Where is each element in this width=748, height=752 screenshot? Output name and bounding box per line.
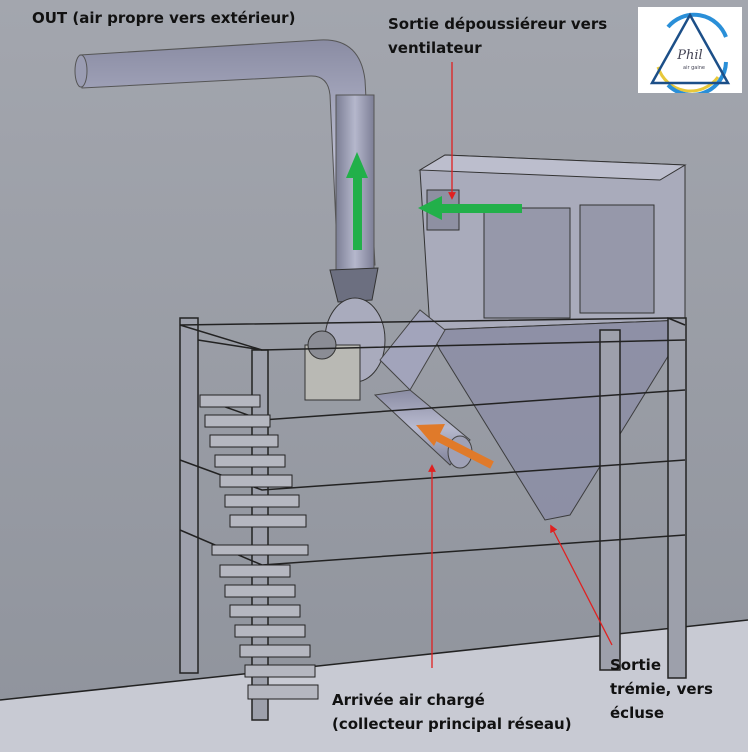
exhaust-duct xyxy=(74,39,376,271)
company-logo: Phil air gaine xyxy=(638,7,742,97)
label-inlet-line1: Arrivée air chargé xyxy=(332,691,485,709)
dirty-air-arrow xyxy=(416,424,494,469)
fan xyxy=(304,267,386,401)
clean-air-left-arrow xyxy=(418,196,522,220)
label-hopper-line3: écluse xyxy=(610,704,664,722)
label-inlet-line2: (collecteur principal réseau) xyxy=(332,715,572,733)
label-hopper-line1: Sortie xyxy=(610,656,661,674)
clean-air-up-arrow xyxy=(346,152,368,250)
label-outlet-line1: Sortie dépoussiéreur vers xyxy=(388,15,608,33)
svg-text:Phil: Phil xyxy=(676,48,702,63)
label-outlet-line2: ventilateur xyxy=(388,39,482,57)
floor xyxy=(0,620,748,752)
svg-text:air gaine: air gaine xyxy=(683,65,705,71)
label-hopper-line2: trémie, vers xyxy=(610,680,713,698)
stairs xyxy=(199,394,319,700)
leader-lines xyxy=(428,62,613,668)
logo-icon: Phil air gaine xyxy=(649,12,731,97)
platform-structure xyxy=(179,317,687,721)
label-out: OUT (air propre vers extérieur) xyxy=(32,9,296,27)
dust-collector xyxy=(418,154,687,521)
